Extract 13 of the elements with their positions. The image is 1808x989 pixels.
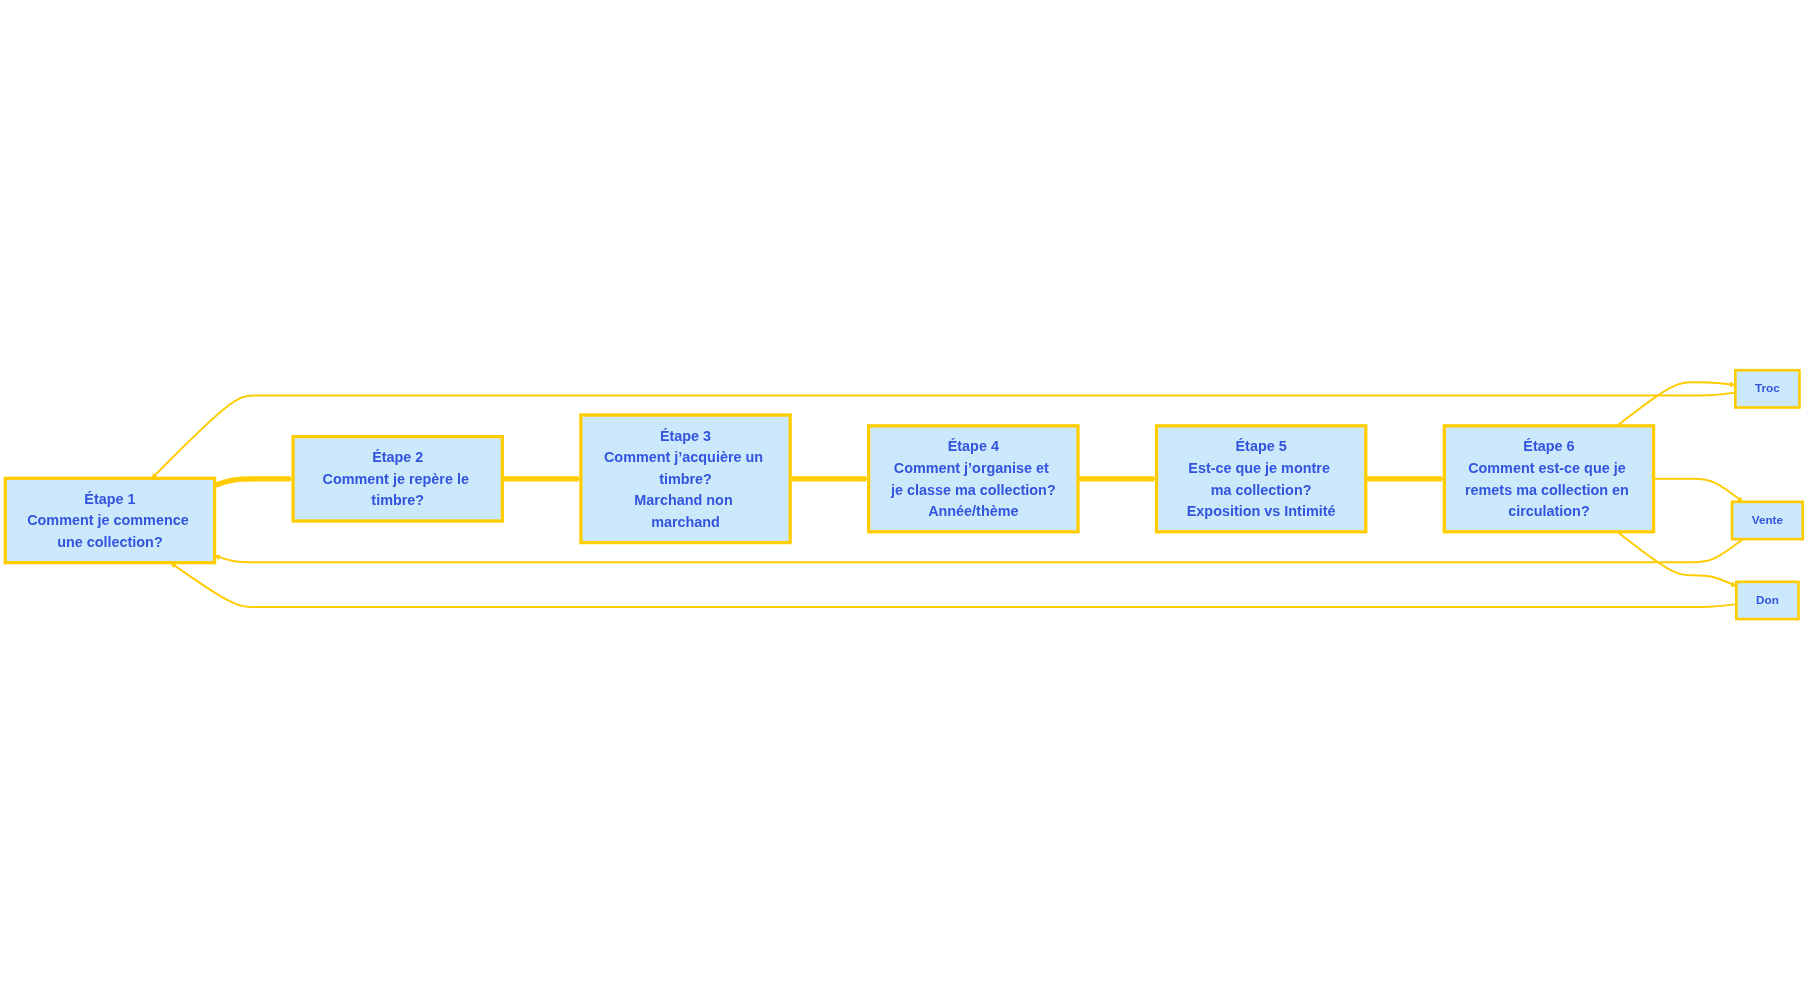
node-box: Étape 6 Comment est-ce que je remets ma collection en circulation? xyxy=(1442,424,1656,534)
arrow xyxy=(502,475,582,482)
node-box: Étape 1 Comment je commence une collection? xyxy=(3,476,217,565)
node-box: Étape 3 Comment j’acquière un timbre? Marchand non marchand xyxy=(579,413,792,545)
node-box: Étape 4 Comment j’organise et je classe ma collection? Année/thème xyxy=(867,424,1080,534)
node-box: Don xyxy=(1735,580,1800,621)
arrow xyxy=(1078,475,1157,482)
arrow xyxy=(790,475,869,482)
node-box: Étape 5 Est-ce que je montre ma collection? Exposition vs Intimité xyxy=(1154,424,1368,534)
node-box: Étape 2 Comment je repère le timbre? xyxy=(291,434,504,523)
arrow xyxy=(1365,475,1445,482)
node-box: Troc xyxy=(1734,368,1801,409)
node-box: Vente xyxy=(1730,500,1805,541)
